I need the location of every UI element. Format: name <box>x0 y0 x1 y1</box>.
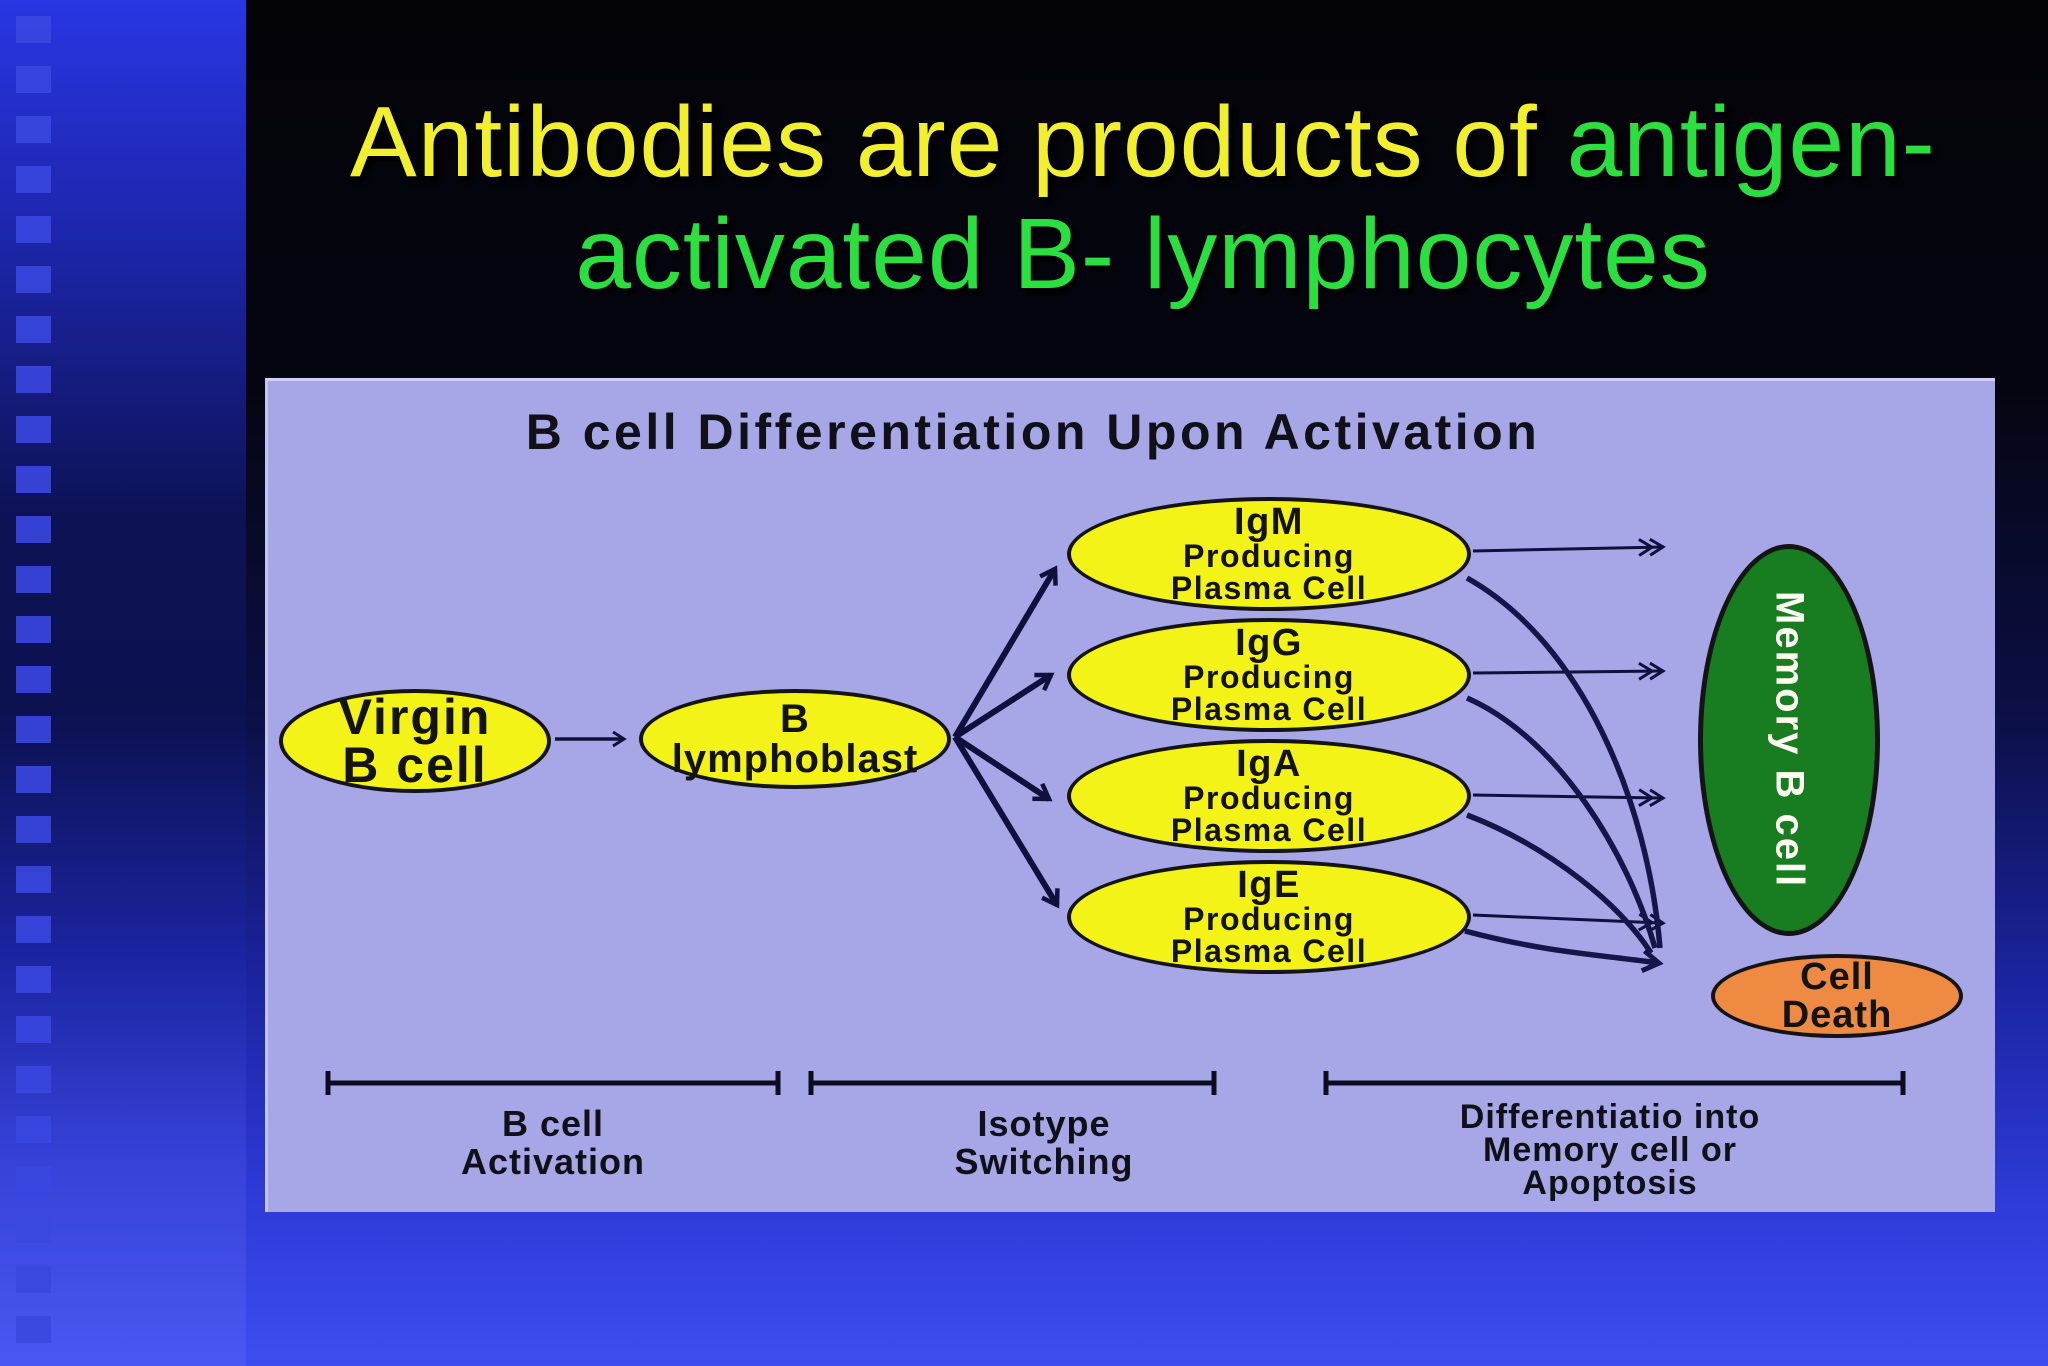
apoptosis-curve-igg <box>1465 695 1658 949</box>
band-square <box>16 16 51 43</box>
slide-title: Antibodies are products of antigen- acti… <box>238 86 2048 310</box>
left-decoration-band <box>0 0 246 1366</box>
band-square <box>16 266 51 293</box>
diagram-title: B cell Differentiation Upon Activation <box>525 404 1541 460</box>
phase-label-line: Activation <box>460 1141 646 1182</box>
virgin-b-cell-label-line1: Virgin <box>338 689 492 745</box>
band-square <box>16 166 51 193</box>
cell-death-label-line1: Cell <box>1800 956 1874 998</box>
band-square <box>16 816 51 843</box>
plasma-cell-label-line2: Producing <box>1183 901 1355 937</box>
plasma-cell-label-line1: IgG <box>1235 622 1303 664</box>
plasma-cell-label-line1: IgE <box>1237 864 1301 906</box>
band-square <box>16 1016 51 1043</box>
band-square <box>16 366 51 393</box>
phase-bracket-activation <box>325 1071 781 1095</box>
cell-death-label-line2: Death <box>1781 994 1893 1036</box>
band-square <box>16 616 51 643</box>
band-square <box>16 316 51 343</box>
band-square <box>16 1216 51 1243</box>
plasma-cell-label-line3: Plasma Cell <box>1170 570 1368 606</box>
plasma-cell-label-line3: Plasma Cell <box>1170 691 1368 727</box>
memory-b-cell-label: Memory B cell <box>1767 591 1812 889</box>
fan-arrow-igg <box>953 672 1055 740</box>
band-square <box>16 416 51 443</box>
plasma-cell-label-line2: Producing <box>1183 659 1355 695</box>
slide-title-yellow-text: Antibodies are products of <box>350 86 1567 198</box>
slide-title-line1: Antibodies are products of antigen- <box>238 86 2048 198</box>
cell-death-node: Cell Death <box>1711 954 1963 1038</box>
apoptosis-curve-igm <box>1465 575 1663 949</box>
fan-arrow-igm <box>952 565 1058 739</box>
phase-label-line: Switching <box>954 1141 1134 1182</box>
phase-bracket-isotype <box>808 1071 1217 1095</box>
band-square <box>16 1116 51 1143</box>
band-square <box>16 1266 51 1293</box>
virgin-b-cell-label-line2: B cell <box>342 737 488 793</box>
band-square <box>16 966 51 993</box>
band-square <box>16 116 51 143</box>
phase-label-line: Differentiatio into <box>1459 1098 1761 1136</box>
slide-title-line2: activated B- lymphocytes <box>575 198 1711 310</box>
band-square <box>16 766 51 793</box>
phase-label-line: Apoptosis <box>1522 1164 1698 1202</box>
plasma-cell-label-line3: Plasma Cell <box>1170 933 1368 969</box>
band-square <box>16 716 51 743</box>
memory-arrow-igm <box>1472 537 1666 557</box>
fan-arrow-iga <box>953 734 1053 802</box>
fan-arrow-ige <box>952 735 1060 909</box>
band-square <box>16 916 51 943</box>
virgin-b-cell-node: Virgin B cell <box>279 689 551 793</box>
plasma-cell-label-line3: Plasma Cell <box>1170 812 1368 848</box>
arrow-layer <box>325 537 1906 1095</box>
apoptosis-curve-iga <box>1466 812 1654 955</box>
diagram-panel: B cell Differentiation Upon Activation <box>265 378 1995 1212</box>
phase-label-line: B cell <box>501 1103 605 1144</box>
phase-label-line: Memory cell or <box>1483 1131 1737 1169</box>
band-square <box>16 466 51 493</box>
band-square <box>16 1316 51 1343</box>
band-square <box>16 1166 51 1193</box>
phase-bracket-differentiation <box>1323 1071 1906 1095</box>
memory-b-cell-node: Memory B cell <box>1698 544 1880 936</box>
memory-arrow-iga <box>1472 788 1666 808</box>
plasma-cell-label-line2: Producing <box>1183 780 1355 816</box>
memory-arrow-ige <box>1472 912 1666 932</box>
band-square <box>16 666 51 693</box>
b-lymphoblast-node: B lymphoblast <box>639 689 951 789</box>
band-square <box>16 1066 51 1093</box>
plasma-cell-label-line2: Producing <box>1183 538 1355 574</box>
band-square <box>16 66 51 93</box>
phase-label-line: Isotype <box>977 1103 1111 1144</box>
band-square <box>16 516 51 543</box>
b-lymphoblast-label-line1: B <box>780 697 810 741</box>
b-lymphoblast-label-line2: lymphoblast <box>671 737 919 781</box>
band-square <box>16 866 51 893</box>
plasma-cell-label-line1: IgM <box>1234 501 1304 543</box>
band-square <box>16 216 51 243</box>
plasma-cell-label-line1: IgA <box>1236 743 1302 785</box>
apoptosis-curve-ige <box>1464 928 1664 974</box>
band-square <box>16 566 51 593</box>
slide-title-green-text: antigen- <box>1566 86 1936 198</box>
